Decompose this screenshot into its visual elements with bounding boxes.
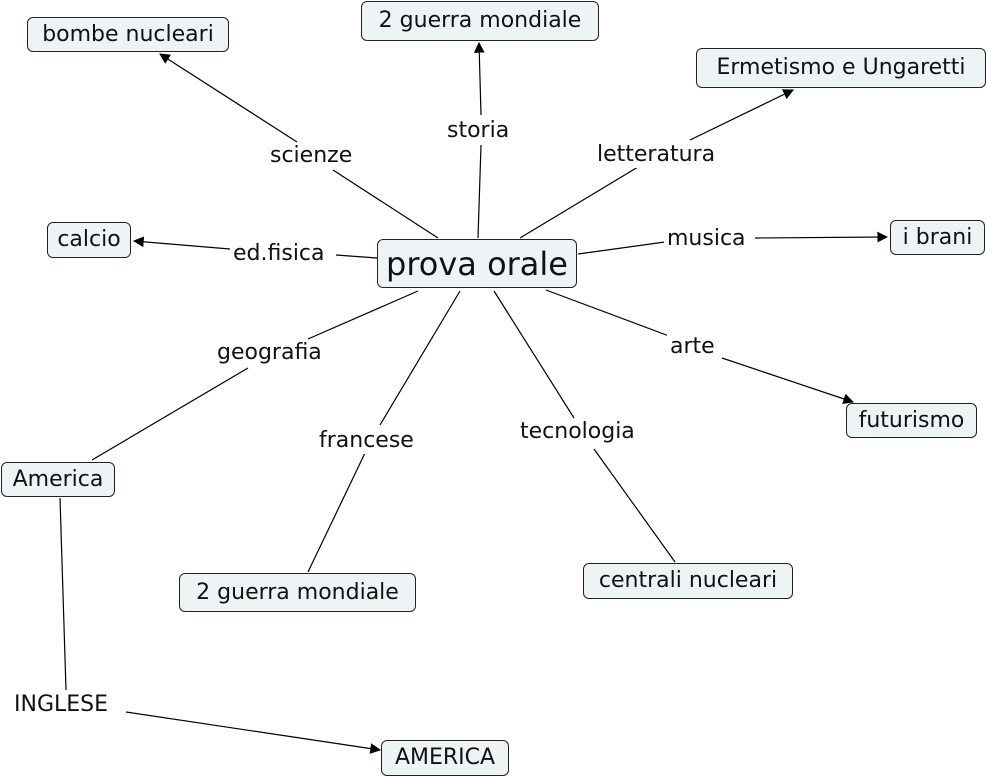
link-label-storia: storia [444, 118, 513, 144]
concept-node-america[interactable]: America [1, 462, 115, 497]
link-label-ed-fisica: ed.fisica [230, 241, 328, 267]
connector-center-to-francese [379, 290, 461, 426]
connector-letteratura-to-ermetismo [689, 89, 794, 141]
concept-node-america-caps[interactable]: AMERICA [381, 740, 509, 776]
link-label-musica: musica [664, 226, 749, 252]
concept-node-i-brani[interactable]: i brani [890, 220, 985, 255]
connector-francese-to-guerra [307, 452, 366, 573]
connector-center-to-letteratura [519, 166, 639, 239]
connector-tecnologia-to-centrali [593, 448, 676, 563]
concept-node-ermetismo-e-ungaretti[interactable]: Ermetismo e Ungaretti [696, 48, 986, 88]
connector-geografia-to-america [91, 367, 249, 461]
connector-arte-to-futurismo [721, 357, 855, 405]
connector-center-to-arte [545, 289, 670, 337]
concept-node-prova-orale[interactable]: prova orale [377, 239, 577, 288]
concept-node-futurismo[interactable]: futurismo [846, 403, 977, 438]
connector-scienze-to-bombe [159, 53, 298, 143]
concept-node-centrali-nucleari[interactable]: centrali nucleari [583, 563, 793, 599]
link-label-francese: francese [316, 428, 417, 454]
link-label-tecnologia: tecnologia [517, 419, 638, 445]
link-label-letteratura: letteratura [594, 142, 719, 168]
connector-center-to-tecnologia [493, 290, 575, 419]
link-label-geografia: geografia [214, 340, 325, 366]
connector-inglese-to-america [125, 711, 382, 754]
link-label-arte: arte [667, 334, 718, 360]
connector-musica-to-brani [754, 231, 889, 243]
concept-node-2-guerra-mondiale-top[interactable]: 2 guerra mondiale [361, 1, 599, 41]
connector-edfisica-to-calcio [132, 236, 231, 250]
connector-center-to-edfisica [335, 254, 378, 259]
connector-center-to-scienze [332, 169, 439, 239]
concept-node-bombe-nucleari[interactable]: bombe nucleari [27, 17, 229, 52]
link-label-scienze: scienze [267, 143, 356, 169]
concept-node-2-guerra-mondiale-bottom[interactable]: 2 guerra mondiale [179, 573, 416, 612]
connector-storia-to-guerra [473, 41, 485, 116]
connector-center-to-geografia [307, 290, 419, 340]
connector-center-to-musica [577, 241, 666, 255]
link-label-inglese: INGLESE [11, 692, 112, 718]
connector-america-to-inglese [59, 497, 67, 691]
connector-center-to-storia [477, 144, 482, 239]
concept-node-calcio[interactable]: calcio [47, 222, 131, 258]
